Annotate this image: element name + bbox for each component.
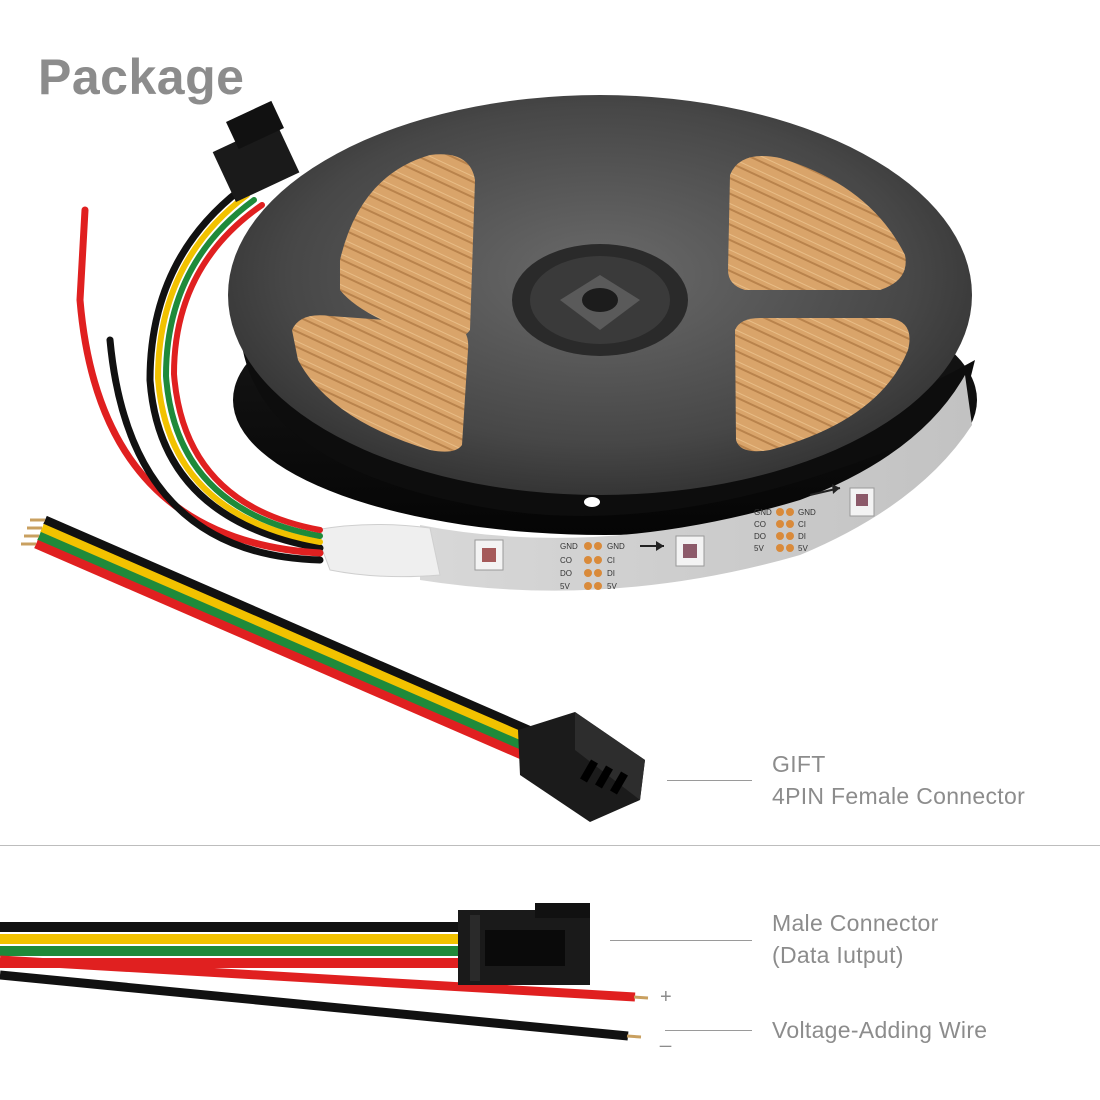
top-wire-bundle	[76, 186, 324, 564]
led-strip	[314, 375, 972, 591]
female-connector-label: 4PIN Female Connector	[772, 783, 1026, 809]
pad-label-right: CI	[607, 556, 615, 565]
led-chip	[849, 487, 875, 517]
pad-label-right: DI	[607, 569, 615, 578]
male-connector	[458, 903, 590, 985]
gift-callout: GIFT 4PIN Female Connector	[772, 748, 1025, 812]
pad-label-left: GND	[560, 542, 578, 551]
package-heading: Package	[38, 49, 245, 105]
voltage-leader-line	[665, 1030, 752, 1031]
pad-label-left: 5V	[754, 544, 764, 553]
pad-label-right: DI	[798, 532, 806, 541]
data-output-label: (Data Iutput)	[772, 942, 904, 968]
female-4pin-connector	[518, 712, 645, 822]
male-connector-label: Male Connector	[772, 910, 939, 936]
male-connector-wires	[0, 922, 649, 1041]
pad-label-left: GND	[754, 508, 772, 517]
section-divider	[0, 845, 1100, 846]
gift-label: GIFT	[772, 751, 826, 777]
pad-label-right: GND	[798, 508, 816, 517]
male-leader-line	[610, 940, 752, 941]
female-wire-bundle	[21, 515, 542, 764]
reel-window-top-right	[728, 156, 906, 290]
reel-window-top-left	[340, 154, 475, 339]
reel-window-bottom-left	[292, 315, 469, 452]
reel	[228, 95, 977, 535]
led-chip	[474, 539, 504, 571]
male-callout: Male Connector (Data Iutput)	[772, 907, 939, 971]
plus-sign: +	[660, 986, 672, 1008]
pad-label-left: DO	[560, 569, 572, 578]
minus-sign: _	[660, 1026, 672, 1048]
gift-leader-line	[667, 780, 752, 781]
pad-label-right: GND	[607, 542, 625, 551]
pad-label-left: DO	[754, 532, 766, 541]
voltage-wire-label: Voltage-Adding Wire	[772, 1017, 988, 1043]
top-male-connector	[212, 100, 300, 202]
pad-label-left: 5V	[560, 582, 570, 591]
pad-label-left: CO	[754, 520, 766, 529]
pad-label-right: 5V	[798, 544, 808, 553]
pad-label-left: CO	[560, 556, 572, 565]
pad-label-right: 5V	[607, 582, 617, 591]
pad-label-right: CI	[798, 520, 806, 529]
reel-window-bottom-right	[735, 318, 910, 452]
